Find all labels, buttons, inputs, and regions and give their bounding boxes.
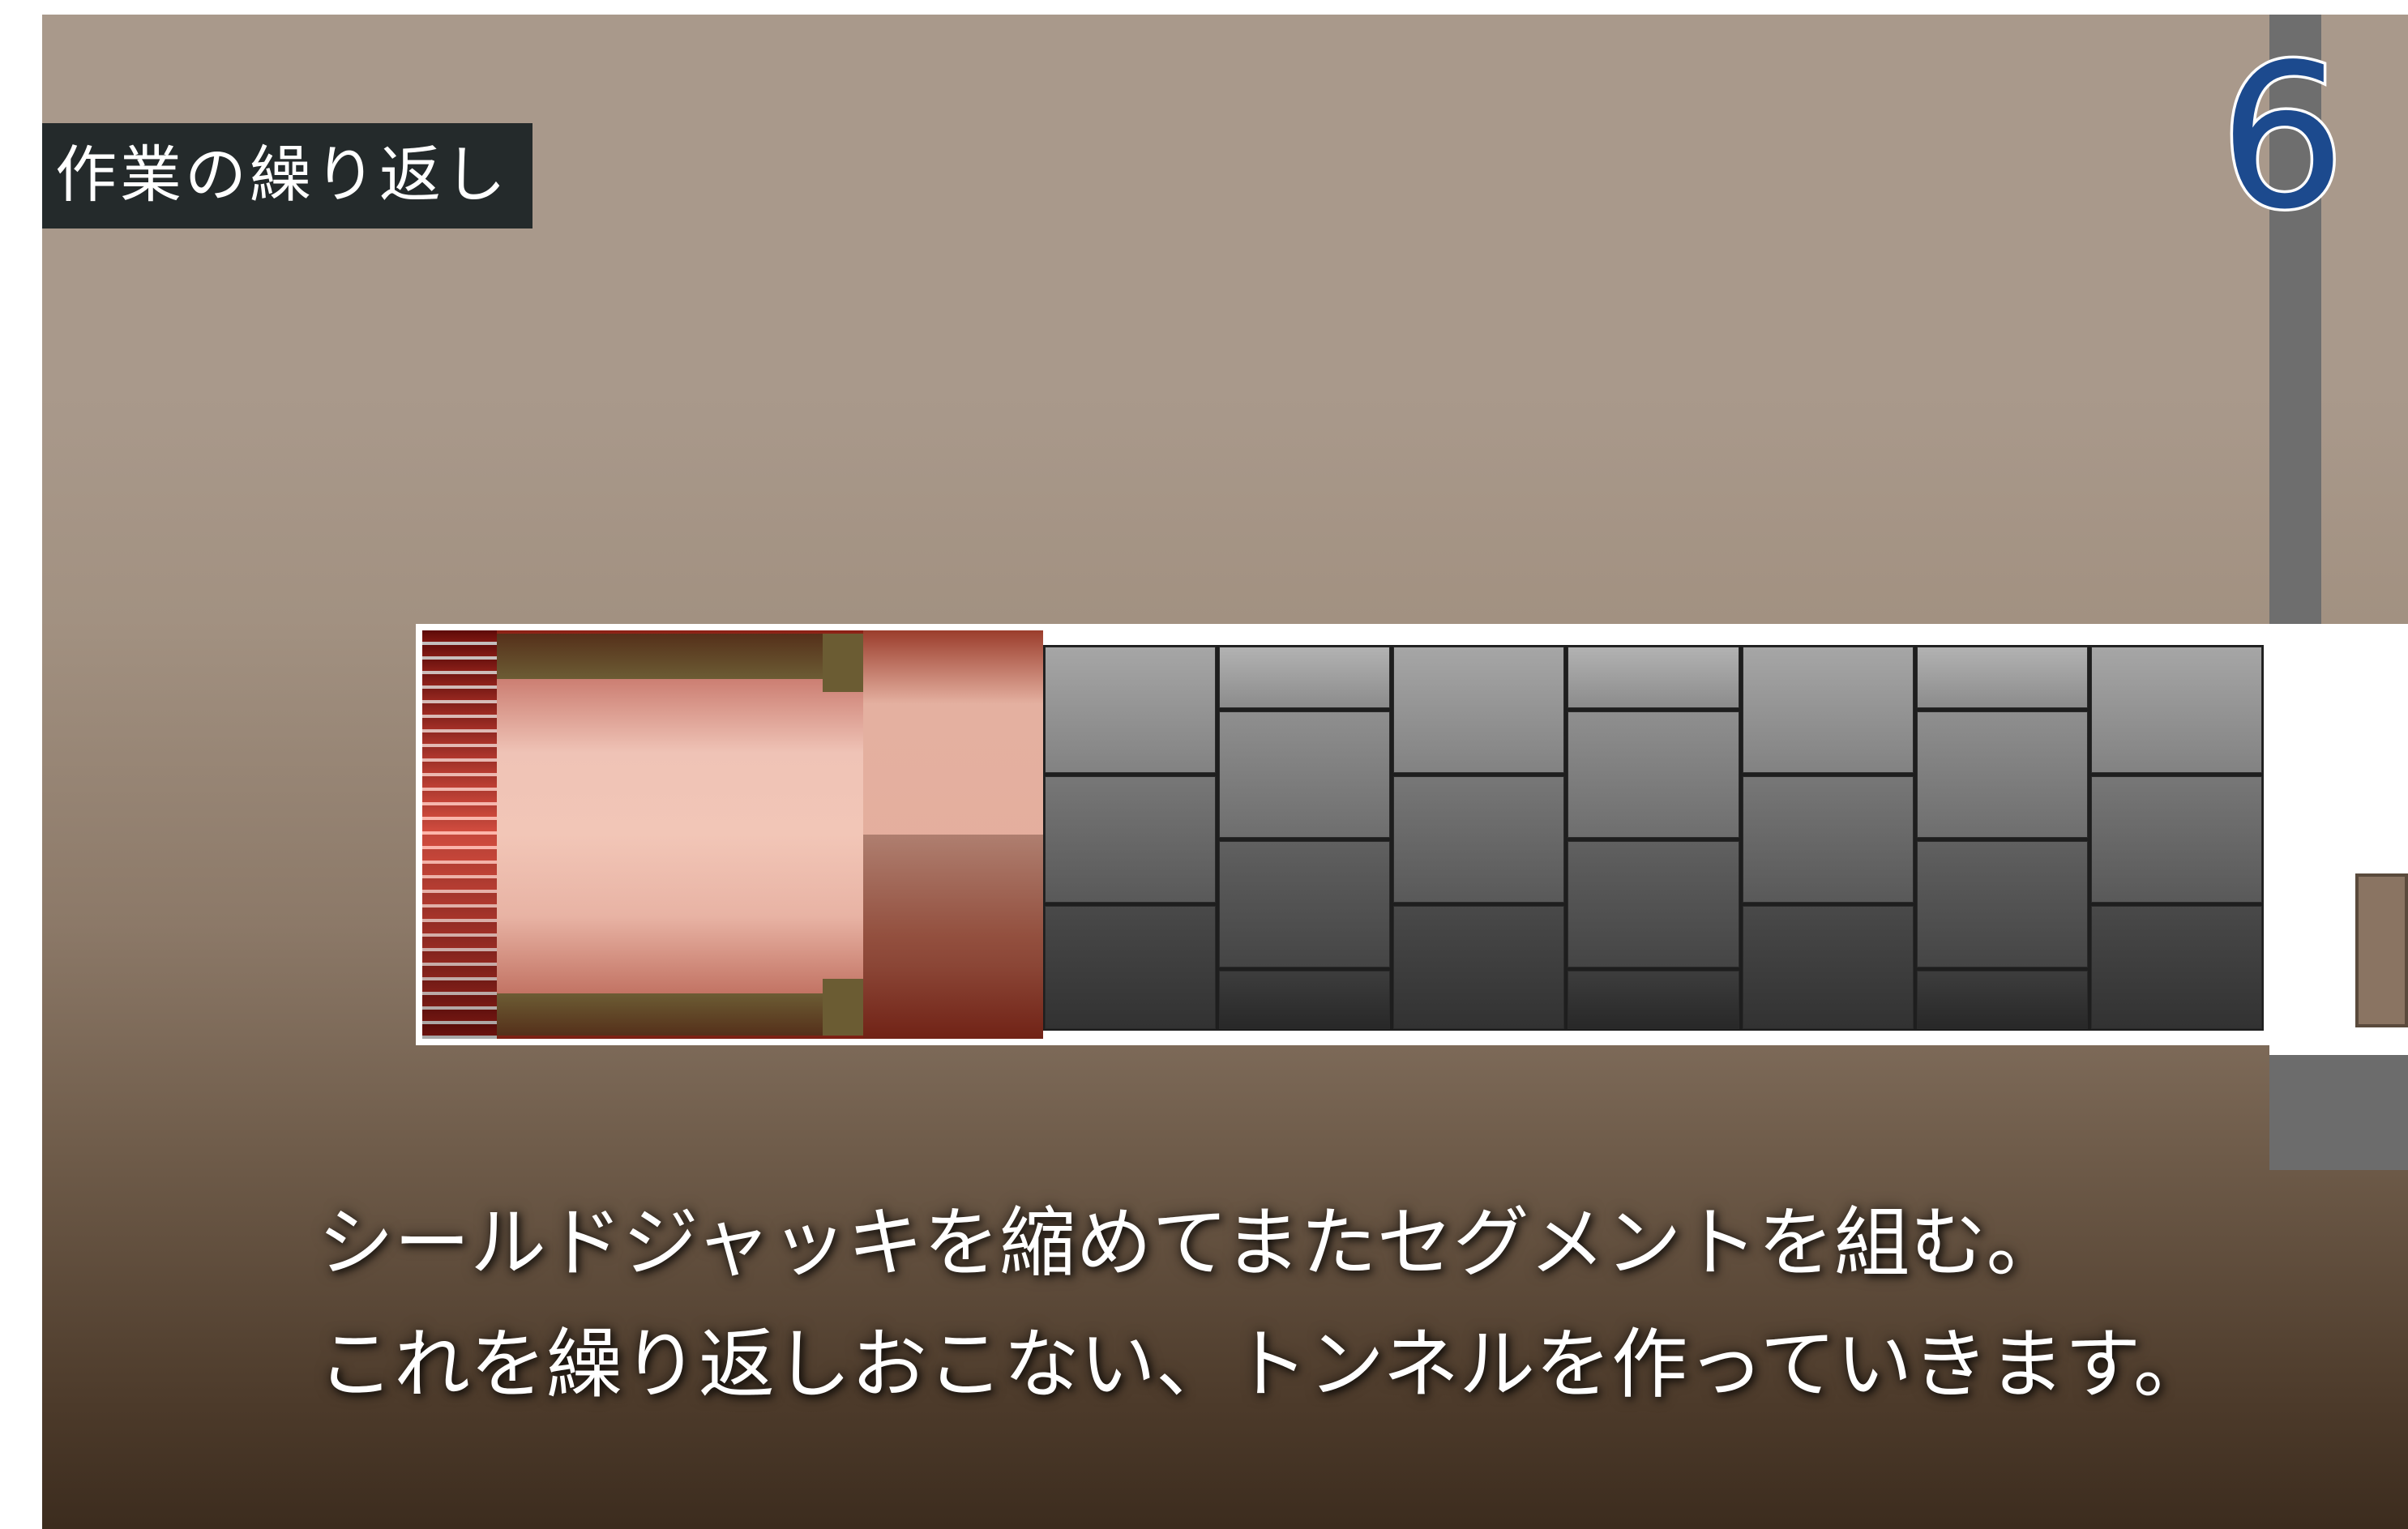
segment-block <box>1916 647 2088 708</box>
shield-jack-top <box>497 634 823 679</box>
step-number: 6 <box>2217 21 2349 254</box>
segment-block <box>1393 776 1565 903</box>
segment-block <box>1742 776 1914 903</box>
segment-block <box>1916 971 2088 1029</box>
caption-line-1: シールドジャッキを縮めてまたセグメントを組む。 <box>318 1199 2063 1288</box>
shield-tail-lower <box>863 835 1043 1039</box>
title-label: 作業の繰り返し <box>55 139 509 211</box>
segment-block <box>2090 647 2262 773</box>
segment-block <box>1393 906 1565 1029</box>
shield-jack-bottom <box>497 993 823 1036</box>
shield-jack-bottom-head <box>823 979 863 1036</box>
segment-block <box>1045 647 1217 773</box>
title-box <box>42 123 532 228</box>
segment-block <box>1916 841 2088 967</box>
segment-block <box>1568 711 1739 838</box>
segment-block <box>1219 647 1391 708</box>
segment-block <box>1742 647 1914 773</box>
segment-block <box>1219 841 1391 967</box>
caption: シールドジャッキを縮めてまたセグメントを組む。 これを繰り返しおこない、トンネル… <box>318 1183 2210 1426</box>
cutter-head <box>422 630 497 1039</box>
shield-jack-top-head <box>823 634 863 692</box>
segment-block <box>1568 647 1739 708</box>
segment-block <box>1568 841 1739 967</box>
caption-line-2: これを繰り返しおこない、トンネルを作っていきます。 <box>318 1321 2210 1409</box>
segment-block <box>1568 971 1739 1029</box>
segment-block <box>1393 647 1565 773</box>
segment-lining <box>1043 645 2264 1031</box>
segment-block <box>1916 711 2088 838</box>
shaft-floor <box>2269 1055 2408 1170</box>
segment-block <box>2090 776 2262 903</box>
segment-block <box>1742 906 1914 1029</box>
segment-block <box>1219 711 1391 838</box>
segment-block <box>1045 906 1217 1029</box>
shaft-equipment <box>2355 873 2408 1027</box>
segment-block <box>1045 776 1217 903</box>
segment-block <box>1219 971 1391 1029</box>
segment-block <box>2090 906 2262 1029</box>
shaft-wall <box>2269 15 2321 624</box>
